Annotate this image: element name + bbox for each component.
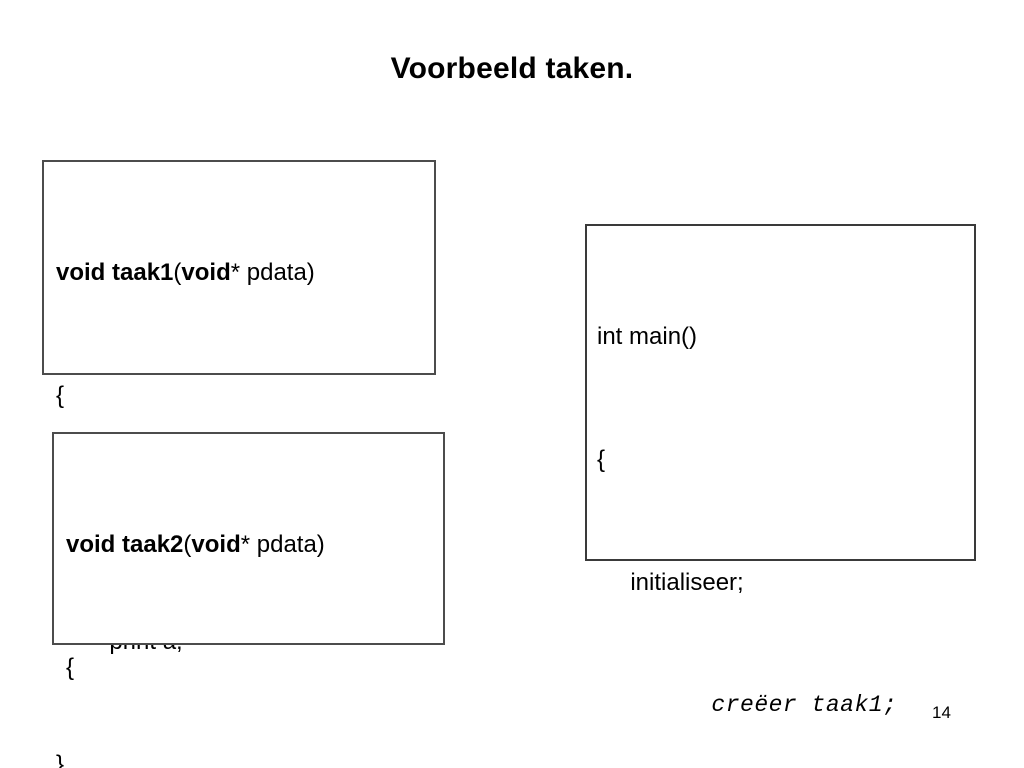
signature-keyword-void-taak1: void taak1 (56, 259, 174, 286)
code-block-taak2: void taak2(void* pdata) { while(1) print… (54, 434, 443, 768)
code-box-taak2: void taak2(void* pdata) { while(1) print… (52, 432, 445, 681)
code-box-taak1: void taak1(void* pdata) { while(1) print… (42, 160, 436, 768)
signature-param-name-taak1: * pdata) (230, 259, 315, 286)
code-line-main-initialiseer: initialiseer; (597, 569, 744, 596)
code-block-main: int main() { initialiseer; creëer taak1;… (587, 226, 974, 768)
signature-param-type-taak2: void (191, 531, 241, 558)
signature-open-paren-taak1: ( (173, 259, 182, 286)
signature-param-type-taak1: void (181, 259, 231, 286)
code-line-main-open-brace: { (597, 446, 606, 473)
code-line-taak2-open-brace: { (66, 654, 75, 681)
signature-open-paren-taak2: ( (183, 531, 192, 558)
page-title: Voorbeeld taken. (390, 52, 634, 85)
code-line-taak1-close-brace: } (56, 751, 65, 768)
signature-keyword-void-taak2: void taak2 (66, 531, 184, 558)
code-line-main-signature: int main() (597, 323, 698, 350)
function-signature-taak2: void taak2(void* pdata) (66, 524, 443, 565)
signature-param-name-taak2: * pdata) (240, 531, 325, 558)
code-box-main: int main() { initialiseer; creëer taak1;… (585, 224, 976, 718)
code-line-taak1-open-brace: { (56, 382, 65, 409)
code-line-main-creeer-taak1: creëer taak1; (597, 692, 898, 718)
function-signature-taak1: void taak1(void* pdata) (56, 252, 434, 293)
page-number: 14 (932, 703, 951, 722)
